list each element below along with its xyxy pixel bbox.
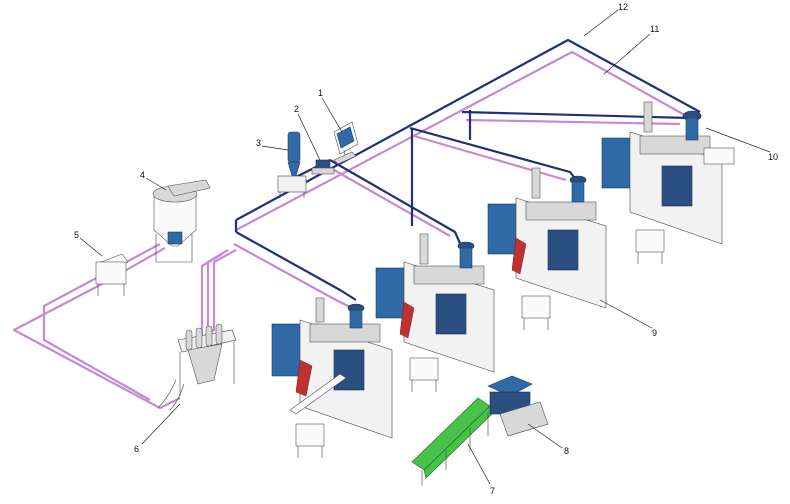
- crusher-icon: [487, 375, 549, 437]
- cabinet-m1: [295, 423, 325, 458]
- cabinet-m3: [521, 295, 551, 330]
- callout-1: 1: [318, 88, 323, 98]
- vacuum-branch-m3: [409, 126, 579, 183]
- cyclone-filter-icon: [277, 131, 307, 198]
- callout-12: 12: [618, 2, 628, 12]
- callout-2: 2: [294, 104, 299, 114]
- vacuum-branch-m1: [235, 231, 357, 301]
- callout-10: 10: [768, 152, 778, 162]
- molding-machine-3: [487, 167, 607, 309]
- hopper-loader-icon: [419, 233, 475, 269]
- callout-4: 4: [140, 170, 145, 180]
- callout-9: 9: [652, 328, 657, 338]
- material-branch-m2: [333, 169, 451, 237]
- material-branch-m3: [413, 134, 567, 182]
- vacuum-pump-icon: [311, 159, 335, 175]
- conveyor-icon: [411, 397, 493, 486]
- auxiliary-cabinet: [95, 253, 129, 296]
- callouts: 1 2 3 4 5 6 7 8 9 10 11 12: [74, 2, 778, 496]
- hopper-loader-icon: [315, 297, 365, 329]
- vacuum-branch-m4: [461, 110, 691, 120]
- molding-machine-1: [271, 297, 393, 439]
- molding-machine-2: [375, 233, 495, 373]
- molding-machine-4: [601, 101, 735, 245]
- vacuum-branch-m2: [329, 159, 464, 249]
- material-branch-m1: [233, 243, 353, 309]
- pipe-manifold-icon: [157, 323, 237, 411]
- cabinet-m4: [635, 229, 665, 264]
- callout-8: 8: [564, 446, 569, 456]
- hopper-loader-icon: [643, 101, 702, 141]
- callout-6: 6: [134, 444, 139, 454]
- hopper-loader-icon: [531, 167, 587, 203]
- cabinet-m2: [409, 357, 439, 392]
- callout-3: 3: [256, 138, 261, 148]
- control-panel-icon: [333, 121, 359, 165]
- storage-silo-icon: [152, 179, 211, 263]
- callout-7: 7: [490, 486, 495, 496]
- callout-5: 5: [74, 230, 79, 240]
- callout-11: 11: [650, 24, 659, 34]
